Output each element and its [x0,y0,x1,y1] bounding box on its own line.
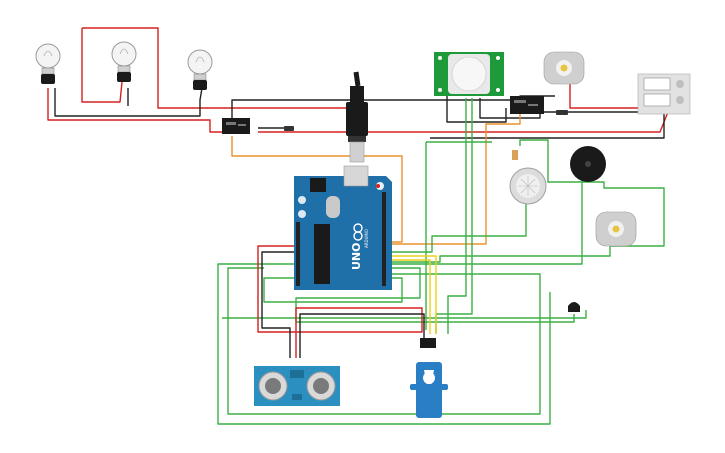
wire-green[interactable] [447,98,467,334]
wire-red[interactable] [258,111,669,133]
power-supply[interactable] [637,73,691,115]
wire-green[interactable] [386,198,527,253]
resistor[interactable] [556,110,568,115]
wire-green[interactable] [222,310,587,319]
dc-power-jack[interactable] [346,71,368,163]
wire-green[interactable] [227,267,541,415]
wire-yellow[interactable] [386,255,437,334]
wire-darkred[interactable] [257,245,423,358]
temperature-sensor[interactable] [568,302,580,312]
relay[interactable] [510,96,544,114]
wire-red[interactable] [47,88,232,133]
relay[interactable] [222,118,250,134]
arduino-uno[interactable]: ARDUINO UNO [294,165,392,290]
light-bulb[interactable] [187,49,213,90]
dc-motor[interactable] [543,51,585,85]
resistor[interactable] [284,126,294,131]
pir-motion-sensor[interactable] [434,52,504,96]
arduino-logo-icon [353,223,363,241]
wire-yellow[interactable] [386,259,431,334]
wire-orange[interactable] [231,136,403,243]
light-bulb[interactable] [35,43,61,84]
wire-orange[interactable] [386,112,521,245]
ultrasonic-sensor[interactable] [254,366,340,406]
gas-sensor[interactable] [509,150,547,205]
arduino-model-label: UNO [350,243,363,271]
wire-black[interactable] [261,251,296,358]
wire-green[interactable] [263,277,403,303]
wire-red[interactable] [569,82,662,109]
piezo-buzzer[interactable] [570,146,606,182]
dc-motor[interactable] [595,211,637,247]
light-bulb[interactable] [111,41,137,82]
wire-black[interactable] [446,96,507,123]
wire-red[interactable] [82,27,352,109]
wire-green[interactable] [386,139,665,263]
wire-red[interactable] [81,28,123,103]
servo-motor[interactable] [410,338,448,418]
arduino-brand-label: ARDUINO [364,229,369,248]
wire-green[interactable] [295,267,575,323]
wire-black[interactable] [299,313,425,358]
wire-green[interactable] [217,176,583,425]
wire-black[interactable] [54,87,203,117]
